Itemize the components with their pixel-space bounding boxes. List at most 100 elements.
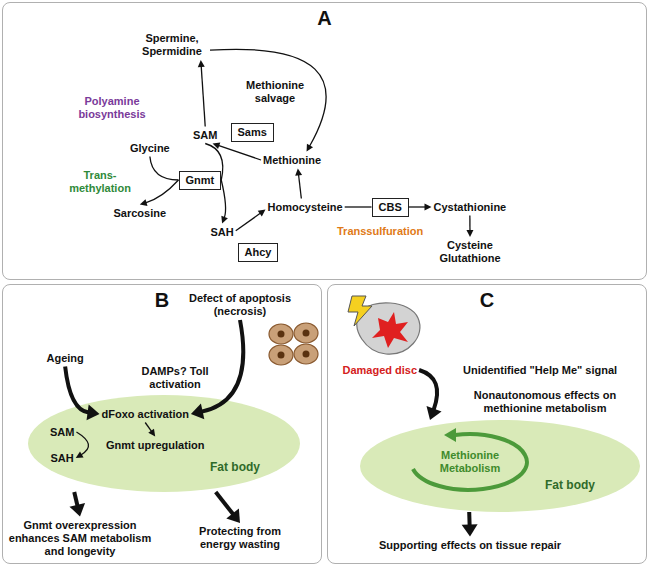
connector-line — [205, 144, 223, 181]
node-text: Cysteine Glutathione — [435, 239, 505, 265]
pathway-label: Unidentified "Help Me" signal — [463, 364, 617, 377]
arrow-head — [191, 404, 204, 420]
connector — [236, 210, 266, 231]
connector — [65, 367, 99, 421]
connector-line — [202, 320, 244, 412]
pathway-label: Nonautonomous effects on methionine meta… — [450, 389, 640, 415]
node-text: SAM — [50, 426, 74, 439]
metabolite-label: SAH — [51, 452, 74, 465]
arrow-head — [462, 524, 478, 536]
metabolite-label: Protecting from energy wasting — [185, 525, 295, 551]
metabolite-label: Sarcosine — [114, 207, 167, 220]
arrow-head — [427, 406, 442, 420]
pathway-label: DAMPs? Toll activation — [130, 365, 220, 391]
connector-line — [65, 367, 88, 413]
arrow-head — [226, 509, 240, 523]
enzyme-box: Ahcy — [238, 243, 279, 262]
metabolite-label: Damaged disc — [343, 364, 418, 377]
metabolic-cycle-arrow — [413, 428, 527, 490]
connector-line — [210, 49, 326, 146]
connector — [69, 492, 85, 517]
fat-body-ellipse: Fat body Methionine Metabolism — [360, 420, 640, 512]
connector — [419, 370, 441, 420]
metabolite-label: dFoxo activation — [102, 408, 189, 421]
connector-line — [299, 174, 302, 198]
connector — [462, 512, 478, 537]
node-text: Methionine — [263, 154, 321, 167]
connector — [150, 157, 179, 181]
connector — [191, 320, 243, 419]
node-text: Fat body — [210, 460, 260, 474]
panel: BDefect of apoptosis (necrosis)AgeingFat… — [2, 284, 322, 564]
enzyme-box: CBS — [372, 198, 409, 217]
connector — [221, 180, 228, 224]
metabolite-label: Methionine Metabolism — [435, 449, 505, 475]
pathway-label: Polyamine biosynthesis — [77, 95, 147, 121]
metabolite-label: Gnmt overexpression enhances SAM metabol… — [5, 519, 155, 558]
arrow-head — [87, 404, 100, 420]
node-text: Methionine Metabolism — [435, 449, 505, 475]
damaged-disc-illustration — [348, 296, 420, 354]
metabolite-label: Ageing — [47, 352, 84, 365]
arrow-head — [76, 451, 84, 458]
connector — [213, 142, 261, 160]
metabolite-label: SAM — [193, 129, 217, 142]
necrotic-cells — [269, 323, 318, 365]
connector-line — [76, 432, 88, 455]
node-text: Fat body — [545, 478, 595, 492]
connector — [205, 144, 223, 181]
connector-line — [221, 180, 225, 218]
metabolite-label: Cystathionine — [434, 201, 507, 214]
connector-line — [145, 423, 152, 432]
node-text: Ahcy — [245, 246, 272, 259]
metabolite-label: Glycine — [130, 142, 170, 155]
node-text: Gnmt — [186, 174, 215, 187]
connector-line — [201, 66, 205, 127]
node-text: Supporting effects on tissue repair — [370, 539, 570, 552]
metabolite-label: Methionine — [263, 154, 321, 167]
node-text: Spermine, Spermidine — [136, 32, 208, 58]
metabolite-label: Homocysteine — [268, 201, 343, 214]
node-text: Protecting from energy wasting — [185, 525, 295, 551]
node-text: SAH — [51, 452, 74, 465]
connector — [145, 423, 155, 437]
connector — [216, 492, 240, 523]
metabolite-label: SAM — [50, 426, 74, 439]
panel: A Spermine, SpermidineSAM SamsMethionine Gl… — [2, 2, 647, 280]
connector-line — [218, 145, 261, 160]
connector-line — [419, 370, 437, 410]
arrow-head — [258, 210, 266, 217]
arrow-head — [148, 429, 155, 437]
connector-line — [74, 492, 77, 506]
node-text: SAH — [211, 226, 234, 239]
arrow-head — [140, 199, 148, 206]
node-text: CBS — [379, 201, 402, 214]
connector — [345, 207, 372, 208]
node-text: Gnmt overexpression enhances SAM metabol… — [5, 519, 155, 558]
node-text: Sams — [238, 126, 267, 139]
panel-letter: A — [3, 7, 646, 29]
connector-line — [345, 206, 372, 207]
metabolite-label: Cysteine Glutathione — [435, 239, 505, 265]
connector-line — [467, 512, 471, 526]
node-text: Glycine — [130, 142, 170, 155]
connector — [466, 216, 473, 238]
node-text: Defect of apoptosis (necrosis) — [180, 292, 300, 318]
fat-body-ellipse: Fat body dFoxo activationGnmt upregulatio… — [28, 395, 300, 492]
node-text: Gnmt upregulation — [106, 439, 204, 452]
arrow-head — [466, 230, 473, 237]
arrow-head — [221, 216, 228, 224]
panel: CDamaged discFat bodyMethionine Metaboli… — [327, 284, 647, 564]
enzyme-box: Sams — [231, 123, 274, 142]
node-text: Cystathionine — [434, 201, 507, 214]
arrow-head — [69, 503, 85, 517]
connector-line — [146, 180, 179, 203]
arrow-head — [307, 144, 314, 152]
connector — [409, 204, 432, 211]
node-text: Damaged disc — [343, 364, 418, 377]
pathway-label: Trans-methylation — [66, 169, 134, 195]
metabolite-label: Defect of apoptosis (necrosis) — [180, 292, 300, 318]
connector-line — [236, 213, 261, 231]
node-text: Sarcosine — [114, 207, 167, 220]
connector-line — [216, 492, 234, 514]
